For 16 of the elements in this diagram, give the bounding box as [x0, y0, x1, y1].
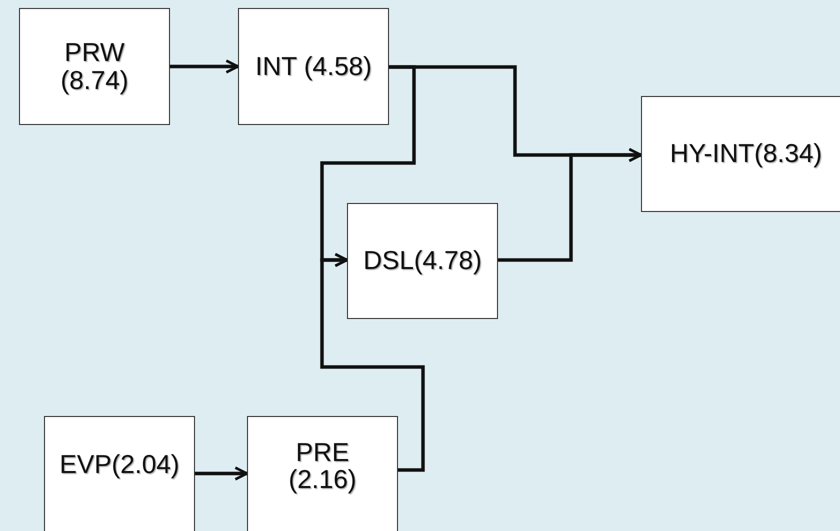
box-label: PRE (2.16)	[288, 439, 358, 494]
process-box	[247, 416, 398, 531]
box-label: HY-INT(8.34)	[670, 140, 822, 168]
process-box	[44, 416, 195, 531]
connector-arrow	[320, 252, 425, 472]
box-label: INT (4.58)	[255, 52, 372, 80]
process-box	[347, 203, 498, 319]
box-label: PRW (8.74)	[60, 39, 130, 94]
box-label: EVP(2.04)	[60, 451, 180, 478]
connector-arrow	[498, 148, 642, 262]
process-box	[19, 8, 170, 125]
connector-arrow	[195, 466, 248, 481]
box-label: DSL(4.78)	[363, 247, 482, 275]
process-box	[238, 8, 389, 125]
connector-arrow	[170, 59, 240, 74]
process-box	[641, 96, 840, 212]
